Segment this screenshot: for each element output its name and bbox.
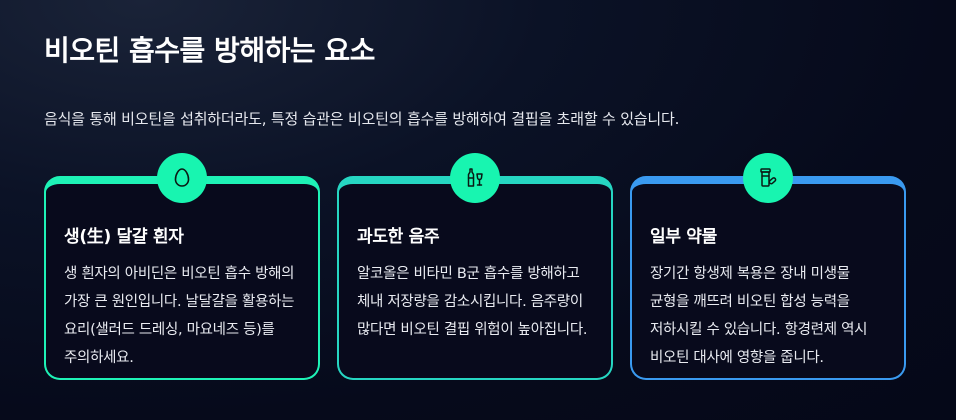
card-title: 일부 약물 — [650, 227, 717, 247]
alcohol-icon — [467, 168, 483, 187]
intro-text: 음식을 통해 비오틴을 섭취하더라도, 특정 습관은 비오틴의 흡수를 방해하여… — [44, 110, 680, 128]
card-some-medications: 일부 약물 장기간 항생제 복용은 장내 미생물 균형을 깨뜨려 비오틴 합성 … — [630, 153, 906, 380]
card-badge — [743, 153, 793, 203]
page-title: 비오틴 흡수를 방해하는 요소 — [44, 34, 375, 67]
card-badge — [450, 153, 500, 203]
card-badge — [157, 153, 207, 203]
egg-icon — [174, 168, 190, 187]
card-body: 생 흰자의 아비딘은 비오틴 흡수 방해의 가장 큰 원인입니다. 날달걀을 활… — [64, 266, 295, 366]
card-body: 장기간 항생제 복용은 장내 미생물 균형을 깨뜨려 비오틴 합성 능력을 저하… — [650, 266, 868, 366]
card-raw-egg-white: 생(生) 달걀 흰자 생 흰자의 아비딘은 비오틴 흡수 방해의 가장 큰 원인… — [44, 153, 320, 380]
card-title: 생(生) 달걀 흰자 — [64, 227, 184, 247]
pill-bottle-icon — [760, 168, 777, 187]
card-excessive-drinking: 과도한 음주 알코올은 비타민 B군 흡수를 방해하고 체내 저장량을 감소시킵… — [337, 153, 613, 380]
card-body: 알코올은 비타민 B군 흡수를 방해하고 체내 저장량을 감소시킵니다. 음주량… — [357, 266, 588, 338]
card-title: 과도한 음주 — [357, 227, 440, 247]
factor-cards: 생(生) 달걀 흰자 생 흰자의 아비딘은 비오틴 흡수 방해의 가장 큰 원인… — [44, 152, 908, 382]
